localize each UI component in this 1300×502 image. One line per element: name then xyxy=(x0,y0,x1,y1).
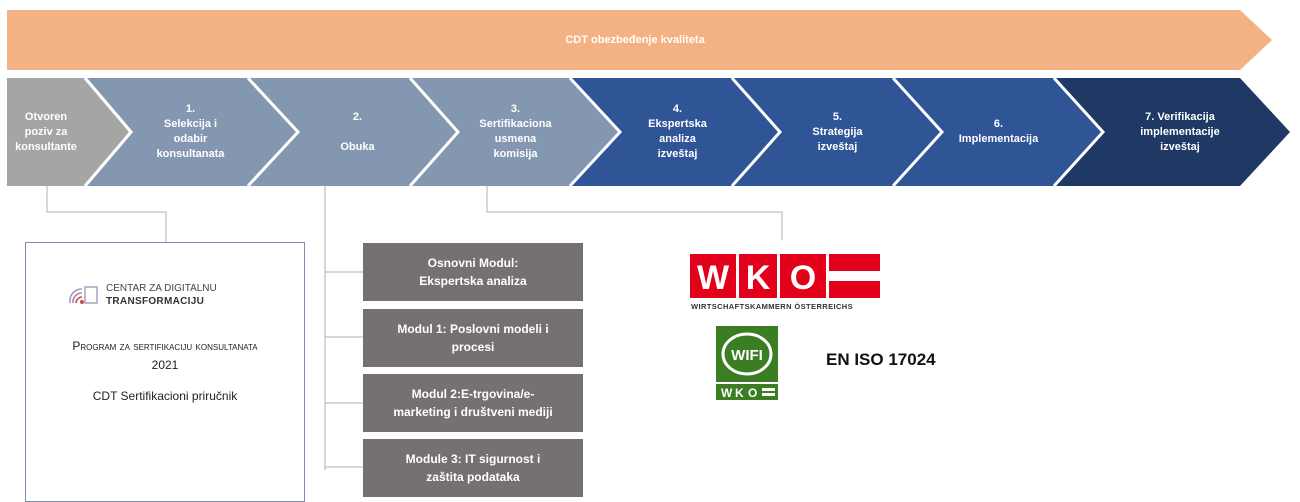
wifi-sub-w: W xyxy=(721,386,733,400)
step-chevron-1 xyxy=(87,78,298,186)
module-1: Modul 1: Poslovni modeli i procesi xyxy=(363,309,583,367)
step-chevron-7 xyxy=(1054,78,1290,186)
wko-tagline: WIRTSCHAFTSKAMMERN ÖSTERREICHS xyxy=(691,302,853,311)
step-label-selection: 1. Selekcija i odabir konsultanata xyxy=(156,103,225,160)
wifi-sub-k: K xyxy=(735,386,744,400)
logo-line2: TRANSFORMACIJU xyxy=(106,296,205,307)
step-chevron-0 xyxy=(7,78,129,186)
step-label-open-call: Otvoren poziv za konsultante xyxy=(15,110,77,153)
step-chevron-4 xyxy=(570,78,780,186)
step-chevron-2 xyxy=(248,78,458,186)
step-chevron-5 xyxy=(732,78,942,186)
module-basic: Osnovni Modul: Ekspertska analiza xyxy=(363,243,583,301)
wko-letter-w: W xyxy=(697,259,730,297)
handbook-title-line1: Program za sertifikaciju konsultanata xyxy=(72,339,258,353)
logo-line1: CENTAR ZA DIGITALNU xyxy=(106,283,217,294)
quality-assurance-banner xyxy=(7,10,1272,70)
step-label-expert-analysis: 4. Ekspertska analiza izveštaj xyxy=(648,103,707,160)
wifi-sub-o: O xyxy=(748,386,757,400)
step-chevron-3 xyxy=(410,78,620,186)
banner-label: CDT obezbeđenje kvaliteta xyxy=(565,34,705,46)
wifi-text: WIFI xyxy=(731,347,763,364)
step-label-implementation: 6. Implementacija xyxy=(958,118,1039,145)
handbook-title-line2: 2021 xyxy=(151,358,179,372)
step-label-training: 2. Obuka xyxy=(340,110,375,153)
step-chevron-6 xyxy=(893,78,1103,186)
handbook-document: CENTAR ZA DIGITALNU TRANSFORMACIJU Progr… xyxy=(25,242,305,502)
step-label-strategy: 5. Strategija izveštaj xyxy=(812,110,863,153)
module-3: Module 3: IT sigurnost i zaštita podatak… xyxy=(363,439,583,497)
connector-lines xyxy=(46,186,783,470)
handbook-title: Program za sertifikaciju konsultanata 20… xyxy=(26,337,304,375)
cdt-logo-icon xyxy=(69,286,98,304)
chevron-separators xyxy=(83,76,1106,188)
wko-letter-o: O xyxy=(790,259,816,297)
iso-standard: EN ISO 17024 xyxy=(826,350,936,369)
handbook-subtitle: CDT Sertifikacioni priručnik xyxy=(92,389,238,403)
module-2: Modul 2:E-trgovina/e- marketing i društv… xyxy=(363,374,583,432)
cdt-logo: CENTAR ZA DIGITALNU TRANSFORMACIJU xyxy=(64,281,217,309)
step-label-verification: 7. Verifikacija implementacije izveštaj xyxy=(1140,110,1220,153)
wko-letter-k: K xyxy=(746,259,771,297)
wko-logo: W K O xyxy=(690,254,880,298)
wifi-logo: WIFI W K O xyxy=(716,326,778,400)
step-label-certification: 3. Sertifikaciona usmena komisija xyxy=(479,103,552,160)
